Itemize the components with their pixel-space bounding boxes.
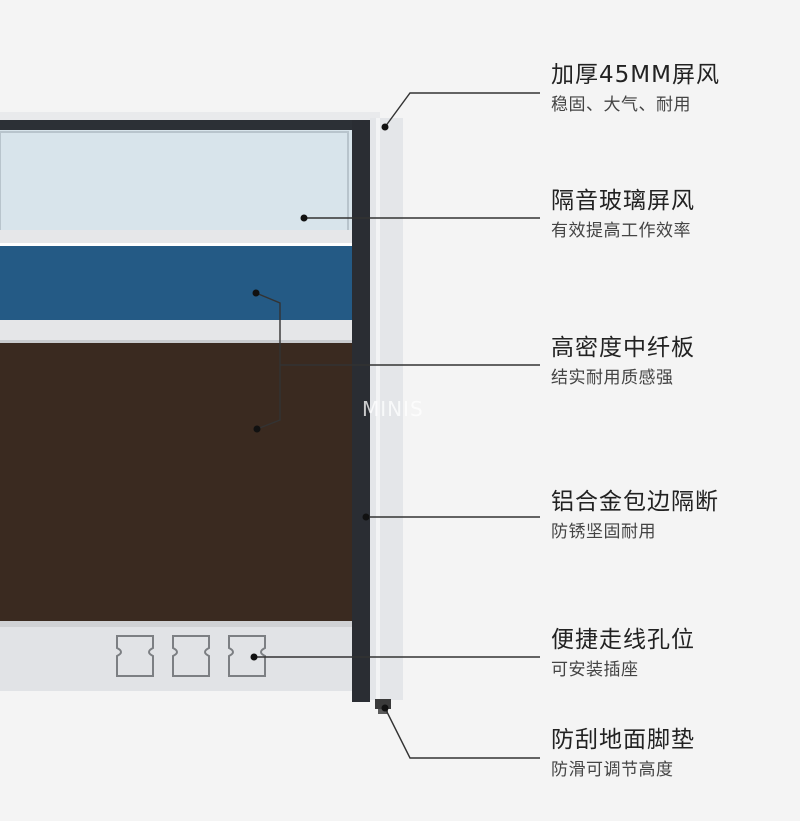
feature-title: 高密度中纤板 bbox=[551, 335, 695, 361]
top-rail bbox=[0, 120, 362, 130]
blue-panel bbox=[0, 246, 352, 322]
feature-glass-screen: 隔音玻璃屏风 有效提高工作效率 bbox=[551, 186, 796, 243]
feature-title: 加厚45MM屏风 bbox=[551, 62, 720, 88]
watermark: MINIS bbox=[362, 397, 424, 421]
cable-holes bbox=[116, 635, 266, 677]
top-cap bbox=[0, 112, 380, 120]
end-post bbox=[370, 118, 403, 700]
mdf-board bbox=[0, 343, 352, 621]
feature-mdf-board: 高密度中纤板 结实耐用质感强 bbox=[551, 333, 796, 390]
feature-cable-holes: 便捷走线孔位 可安装插座 bbox=[551, 625, 796, 682]
feature-subtitle: 可安装插座 bbox=[551, 660, 639, 680]
feature-title: 隔音玻璃屏风 bbox=[551, 188, 695, 214]
cable-base bbox=[0, 621, 352, 691]
feature-subtitle: 有效提高工作效率 bbox=[551, 221, 691, 241]
aluminum-frame bbox=[352, 120, 370, 702]
feature-title: 铝合金包边隔断 bbox=[551, 489, 719, 515]
feature-subtitle: 防滑可调节高度 bbox=[551, 760, 674, 780]
feature-subtitle: 稳固、大气、耐用 bbox=[551, 95, 691, 115]
feature-title: 防刮地面脚垫 bbox=[551, 727, 695, 753]
glass-panel bbox=[0, 130, 352, 234]
feature-subtitle: 结实耐用质感强 bbox=[551, 368, 674, 388]
feature-thick-screen: 加厚45MM屏风 稳固、大气、耐用 bbox=[551, 60, 796, 117]
foot-pad bbox=[375, 699, 391, 709]
feature-foot-pad: 防刮地面脚垫 防滑可调节高度 bbox=[551, 725, 796, 782]
feature-aluminum-edge: 铝合金包边隔断 防锈坚固耐用 bbox=[551, 487, 796, 544]
feature-subtitle: 防锈坚固耐用 bbox=[551, 522, 656, 542]
feature-title: 便捷走线孔位 bbox=[551, 627, 695, 653]
